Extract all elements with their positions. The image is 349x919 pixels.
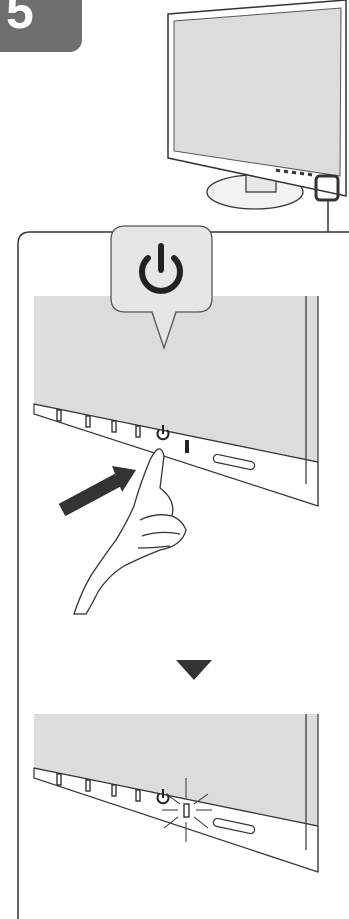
panel-led-lit bbox=[33, 714, 319, 873]
hand-icon bbox=[73, 448, 187, 615]
monitor-overview bbox=[167, 0, 347, 232]
power-icon bbox=[139, 243, 183, 294]
bezel-buttons bbox=[56, 409, 141, 438]
power-area-highlight bbox=[314, 174, 340, 202]
bezel-power-icon[interactable] bbox=[156, 425, 170, 441]
monitor-buttons-strip bbox=[275, 168, 313, 177]
led-blink-icon bbox=[162, 778, 212, 842]
step-badge: 5 bbox=[0, 0, 82, 52]
bezel-power-icon-2[interactable] bbox=[156, 789, 170, 805]
power-indicator-off bbox=[185, 440, 189, 453]
bezel-buttons-2 bbox=[56, 773, 141, 802]
panel-press-power bbox=[33, 225, 319, 615]
step-number: 5 bbox=[6, 0, 34, 39]
callout-frame bbox=[17, 231, 349, 919]
power-zoom-callout bbox=[110, 225, 213, 351]
arrow-icon bbox=[58, 466, 136, 517]
triangle-down-icon bbox=[176, 660, 212, 680]
